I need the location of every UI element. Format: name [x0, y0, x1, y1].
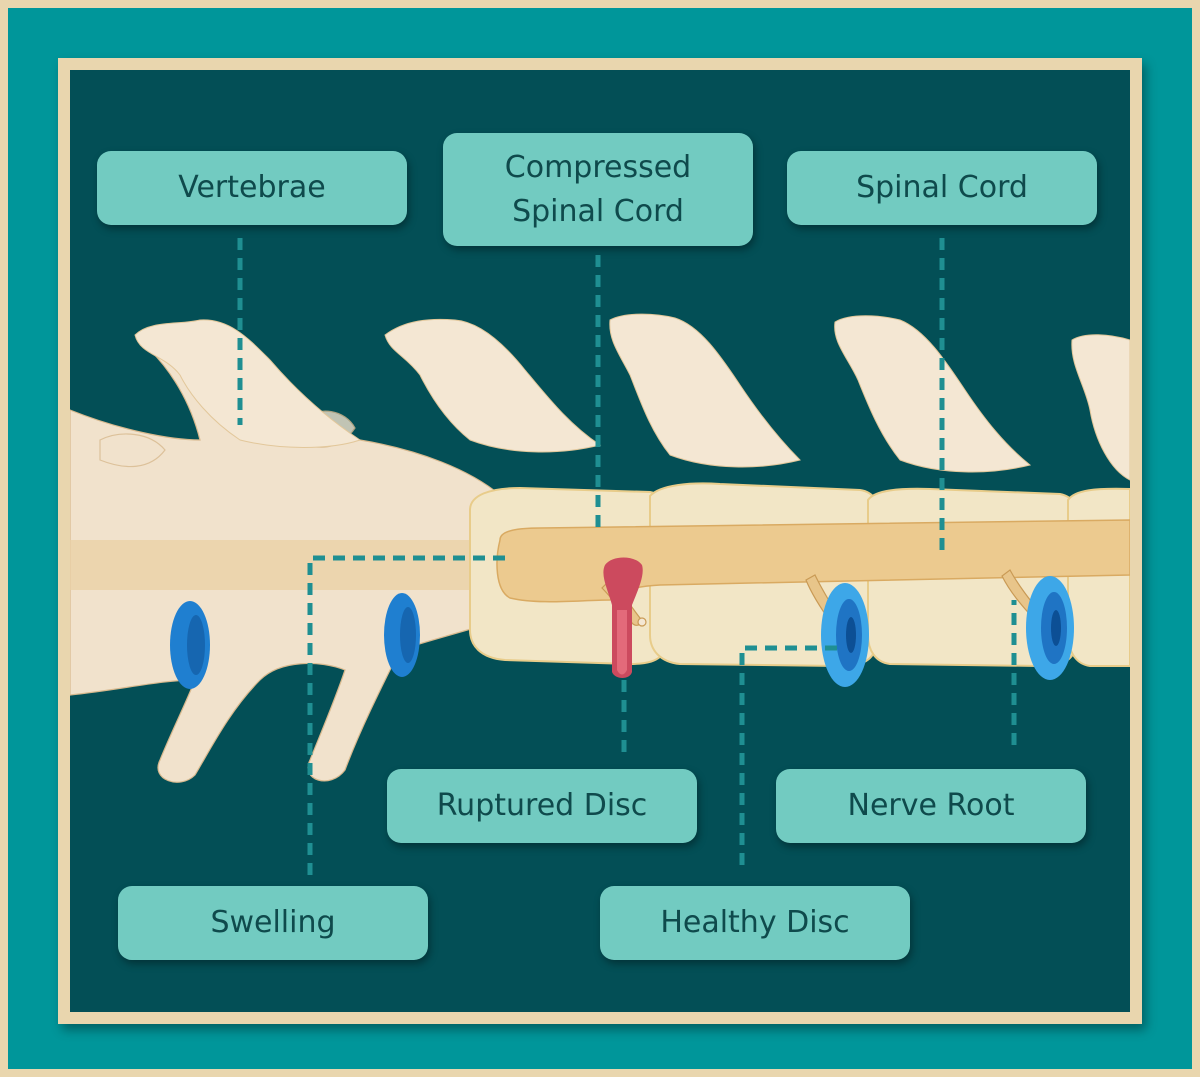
label-vertebrae: Vertebrae: [97, 151, 407, 225]
healthy-disc-faded-2: [384, 593, 420, 677]
leader-lines: [237, 238, 1017, 875]
ruptured-disc: [603, 557, 643, 678]
label-healthy-disc: Healthy Disc: [600, 886, 910, 960]
spinal-cord-faded: [70, 540, 510, 590]
label-ruptured-disc: Ruptured Disc: [387, 769, 697, 843]
label-compressed-spinal-cord: Compressed Spinal Cord: [443, 133, 753, 246]
spinal-cord: [496, 519, 1130, 603]
leader-healthy-disc: [739, 645, 838, 865]
leader-swelling: [307, 555, 505, 875]
label-spinal-cord: Spinal Cord: [787, 151, 1097, 225]
label-swelling: Swelling: [118, 886, 428, 960]
label-nerve-root: Nerve Root: [776, 769, 1086, 843]
healthy-disc-1: [821, 583, 869, 687]
healthy-disc-2: [1026, 576, 1074, 680]
healthy-disc-faded-1: [170, 601, 210, 689]
vertebrae-processes: [134, 313, 1130, 481]
